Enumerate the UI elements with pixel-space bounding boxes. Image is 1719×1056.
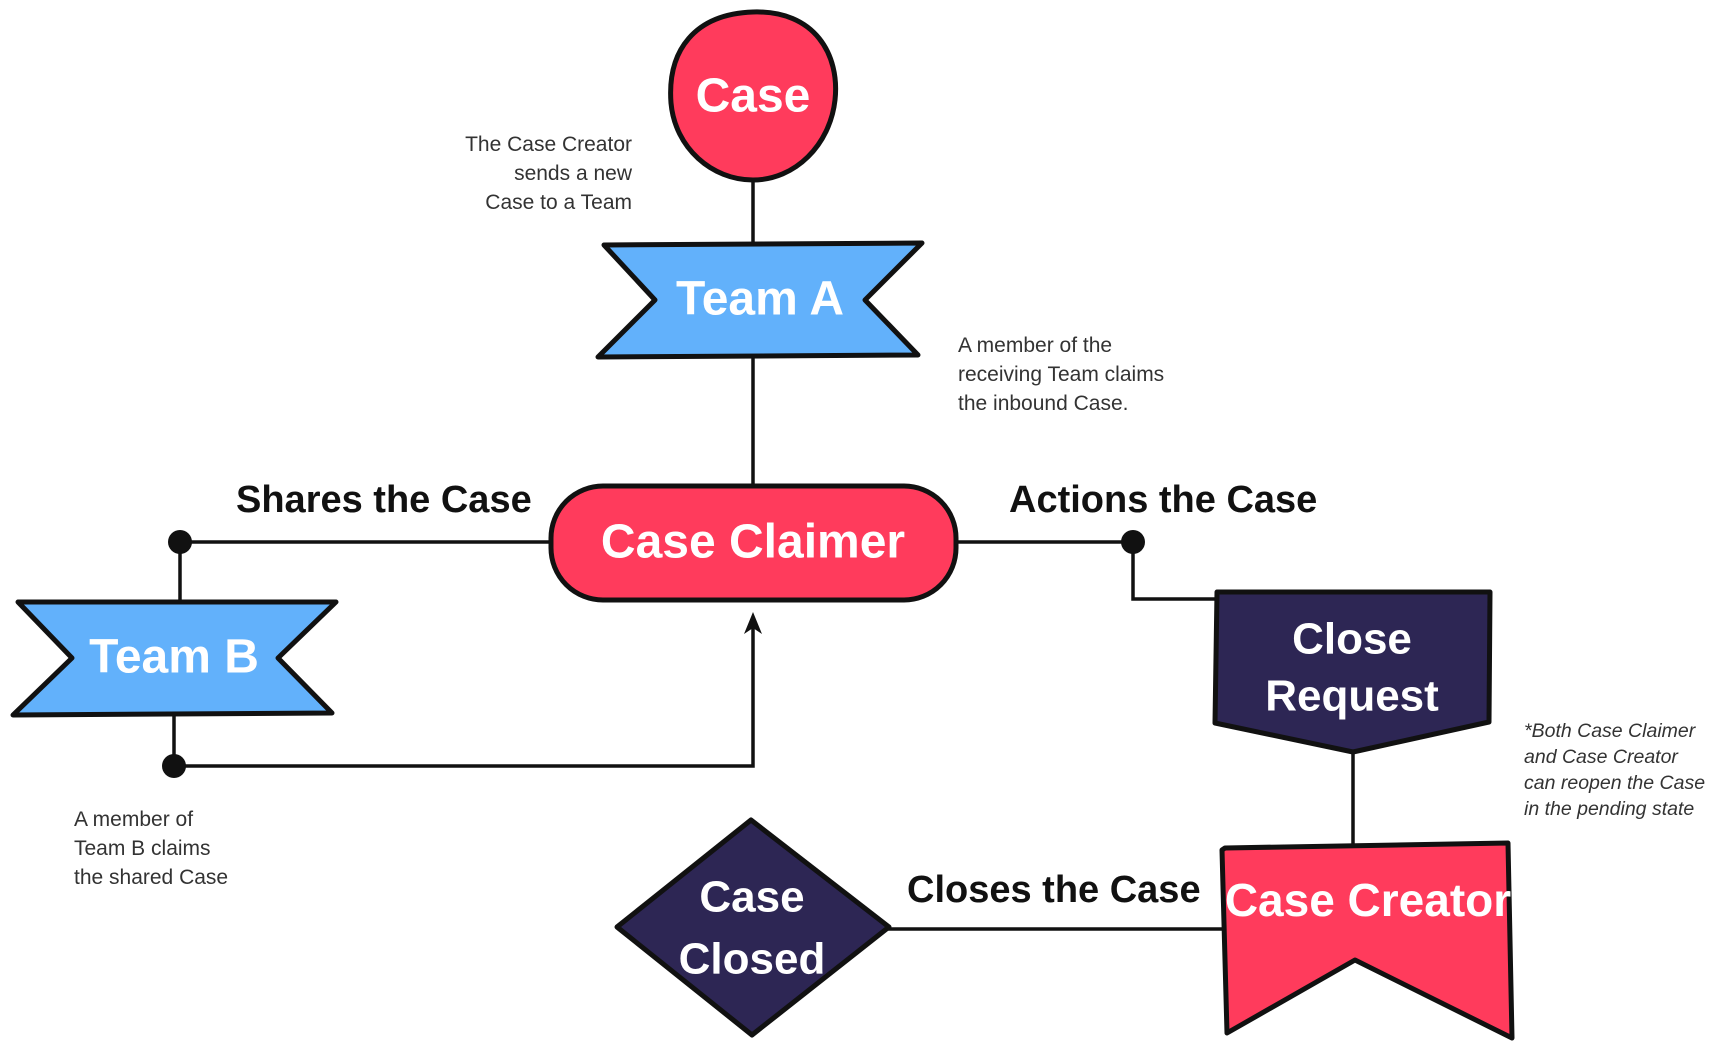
note-case-creator-sends: The Case Creator sends a new Case to a T… (465, 133, 633, 214)
note-line: Case to a Team (485, 191, 632, 214)
node-case-claimer: Case Claimer (548, 483, 959, 603)
note-member-team-b: A member of Team B claims the shared Cas… (74, 808, 228, 889)
case-shape (668, 9, 839, 183)
note-line: The Case Creator (465, 133, 632, 156)
arrowhead-icon (744, 612, 762, 634)
note-line: A member of (74, 808, 193, 831)
edge-case-claimer-to-close-request (956, 540, 1217, 601)
note-line: can reopen the Case (1524, 772, 1705, 794)
note-line: the inbound Case. (958, 392, 1128, 415)
team-b-label: Team B (89, 631, 259, 684)
case-closed-shape (614, 817, 892, 1038)
connector-dot (162, 754, 186, 778)
case-closed-label-line2: Closed (679, 935, 826, 984)
note-member-receiving: A member of the receiving Team claims th… (958, 334, 1164, 415)
close-request-label-line1: Close (1292, 615, 1412, 664)
case-label: Case (696, 70, 811, 123)
case-claimer-shape (548, 483, 959, 603)
note-line: sends a new (514, 162, 633, 185)
node-case-creator: Case Creator (1219, 840, 1515, 1041)
team-a-label: Team A (676, 273, 844, 326)
note-reopen: *Both Case Claimer and Case Creator can … (1524, 720, 1705, 820)
note-line: receiving Team claims (958, 363, 1164, 386)
edge-label-closes: Closes the Case (907, 869, 1201, 911)
edge-label-shares: Shares the Case (236, 479, 532, 521)
node-team-a: Team A (595, 240, 925, 360)
edge-case-claimer-to-team-b (178, 540, 552, 602)
edge-label-actions: Actions the Case (1009, 479, 1317, 521)
node-case: Case (668, 9, 839, 183)
note-line: the shared Case (74, 866, 228, 889)
note-line: A member of the (958, 334, 1112, 357)
connector-dot (1121, 530, 1145, 554)
close-request-label-line2: Request (1265, 672, 1439, 721)
edge-team-b-to-case-claimer (172, 625, 755, 768)
note-line: *Both Case Claimer (1524, 720, 1697, 742)
note-line: Team B claims (74, 837, 211, 860)
team-b-shape (10, 599, 339, 718)
case-closed-label-line1: Case (699, 873, 804, 922)
connector-dot (168, 530, 192, 554)
note-line: in the pending state (1524, 798, 1694, 820)
connectors (162, 180, 1355, 931)
node-case-closed: Case Closed (614, 817, 892, 1038)
team-a-shape (595, 240, 925, 360)
note-line: and Case Creator (1524, 746, 1679, 768)
node-team-b: Team B (10, 599, 339, 718)
case-creator-label: Case Creator (1225, 874, 1511, 926)
case-creator-shape (1219, 840, 1515, 1041)
node-close-request: Close Request (1212, 589, 1493, 755)
case-claimer-label: Case Claimer (601, 516, 905, 569)
close-request-shape (1212, 589, 1493, 755)
